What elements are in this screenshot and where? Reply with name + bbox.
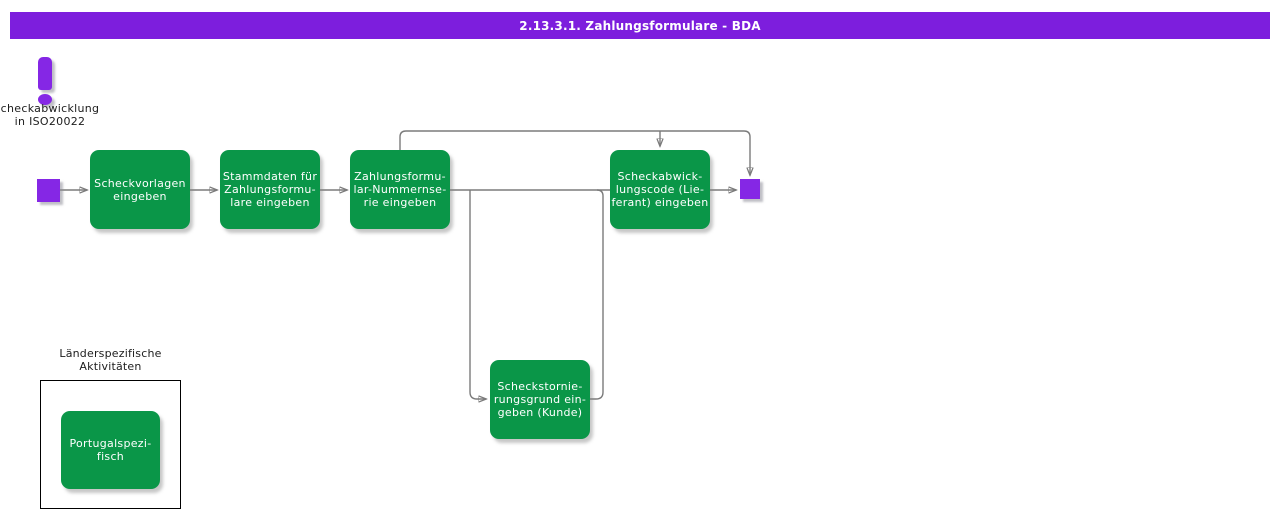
edge-return-from-stornierungsgrund	[590, 189, 604, 400]
end-event	[740, 179, 760, 199]
activity-scheckstornierungsgrund-kunde[interactable]: Scheckstornie- rungsgrund ein- geben (Ku…	[490, 360, 590, 439]
activity-zahlungsformular-nummernserie[interactable]: Zahlungsformu- lar-Nummernse- rie eingeb…	[350, 150, 450, 229]
diagram-title-bar: 2.13.3.1. Zahlungsformulare - BDA	[10, 12, 1270, 39]
activity-portugalspezifisch[interactable]: Portugalspezi- fisch	[61, 411, 160, 489]
activity-scheckabwicklungscode-lieferant[interactable]: Scheckabwick- lungscode (Lie- ferant) ei…	[610, 150, 710, 229]
exclamation-mark-icon-dot	[38, 94, 52, 105]
start-event	[37, 179, 60, 202]
country-group-title: Länderspezifische Aktivitäten	[59, 347, 162, 373]
note-label: checkabwicklung in ISO20022	[0, 102, 100, 128]
diagram-title: 2.13.3.1. Zahlungsformulare - BDA	[519, 18, 761, 33]
exclamation-mark-icon	[38, 57, 52, 90]
activity-label: Stammdaten für Zahlungsformu- lare einge…	[222, 170, 318, 209]
activity-label: Scheckabwick- lungscode (Lie- ferant) ei…	[611, 170, 709, 209]
activity-label: Portugalspezi- fisch	[69, 437, 152, 463]
edge-down-to-stornierungsgrund	[469, 190, 486, 399]
activity-scheckvorlagen-eingeben[interactable]: Scheckvorlagen eingeben	[90, 150, 190, 229]
activity-label: Scheckstornie- rungsgrund ein- geben (Ku…	[493, 380, 587, 419]
activity-label: Zahlungsformu- lar-Nummernse- rie eingeb…	[353, 170, 447, 209]
activity-stammdaten-zahlungsformulare[interactable]: Stammdaten für Zahlungsformu- lare einge…	[220, 150, 320, 229]
activity-label: Scheckvorlagen eingeben	[94, 176, 186, 203]
